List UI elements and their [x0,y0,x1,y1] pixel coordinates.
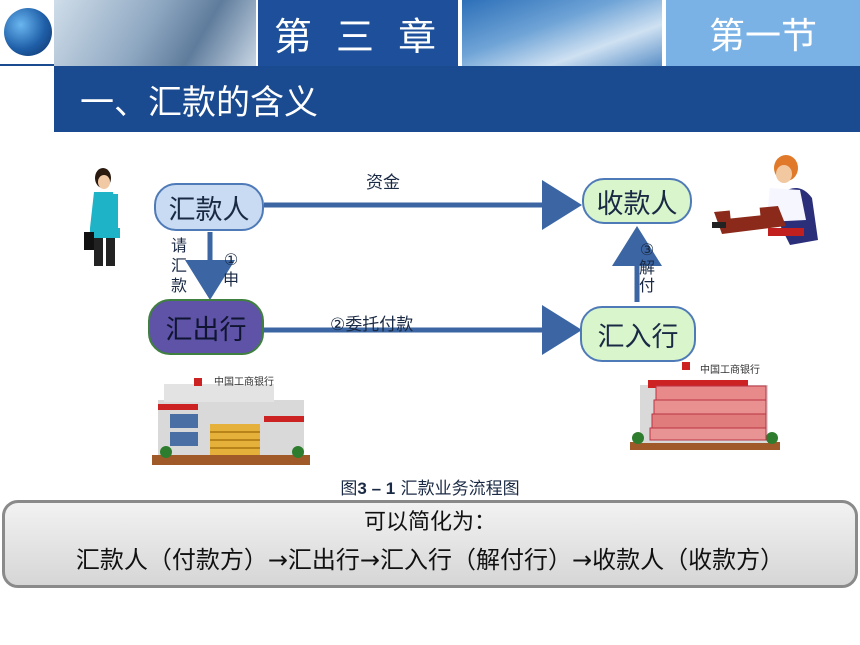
slide-title: 一、汇款的含义 [54,66,860,132]
summary-body: 汇款人（付款方）→汇出行→汇入行（解付行）→收款人（收款方） [75,546,785,574]
caption-prefix: 图 [340,479,358,499]
release-label-char: 解 [638,258,655,277]
banknotes-icon [649,385,767,441]
entrust-label: ②委托付款 [330,315,414,335]
section-label: 第一节 [666,0,860,66]
receive-bank-node: 汇入行 [580,306,696,362]
summary-title: 可以简化为： [363,510,496,535]
receptionist-icon [712,155,818,245]
apply-label-number: ① [223,250,239,269]
remit-bank-building-icon [152,378,310,465]
remit-bank-sign: 中国工商银行 [214,375,274,388]
header-divider [0,64,54,66]
caption-number: 3 – 1 [357,479,396,498]
header-photo-building [462,0,662,66]
remit-bank-node: 汇出行 [148,299,264,355]
chapter-label: 第 三 章 [258,0,458,66]
payee-node: 收款人 [582,178,692,224]
slide-title-text: 一、汇款的含义 [80,82,318,123]
apply-label-char: 申 [222,270,239,289]
summary-box [2,500,858,588]
businesswoman-icon [84,168,120,266]
release-label-char: 付 [638,276,655,295]
apply-label-char: 汇 [170,256,187,275]
receive-bank-sign: 中国工商银行 [700,363,760,376]
figure-caption: 图3 – 1 汇款业务流程图 [0,474,860,499]
remitter-node: 汇款人 [154,183,264,231]
header-photo-keyboard [54,0,256,66]
caption-text: 汇款业务流程图 [395,479,520,499]
apply-label-char: 款 [170,276,187,295]
globe-icon [4,8,52,56]
apply-label-char: 请 [170,236,187,255]
funds-label: 资金 [366,173,400,193]
release-label-number: ③ [639,240,655,259]
